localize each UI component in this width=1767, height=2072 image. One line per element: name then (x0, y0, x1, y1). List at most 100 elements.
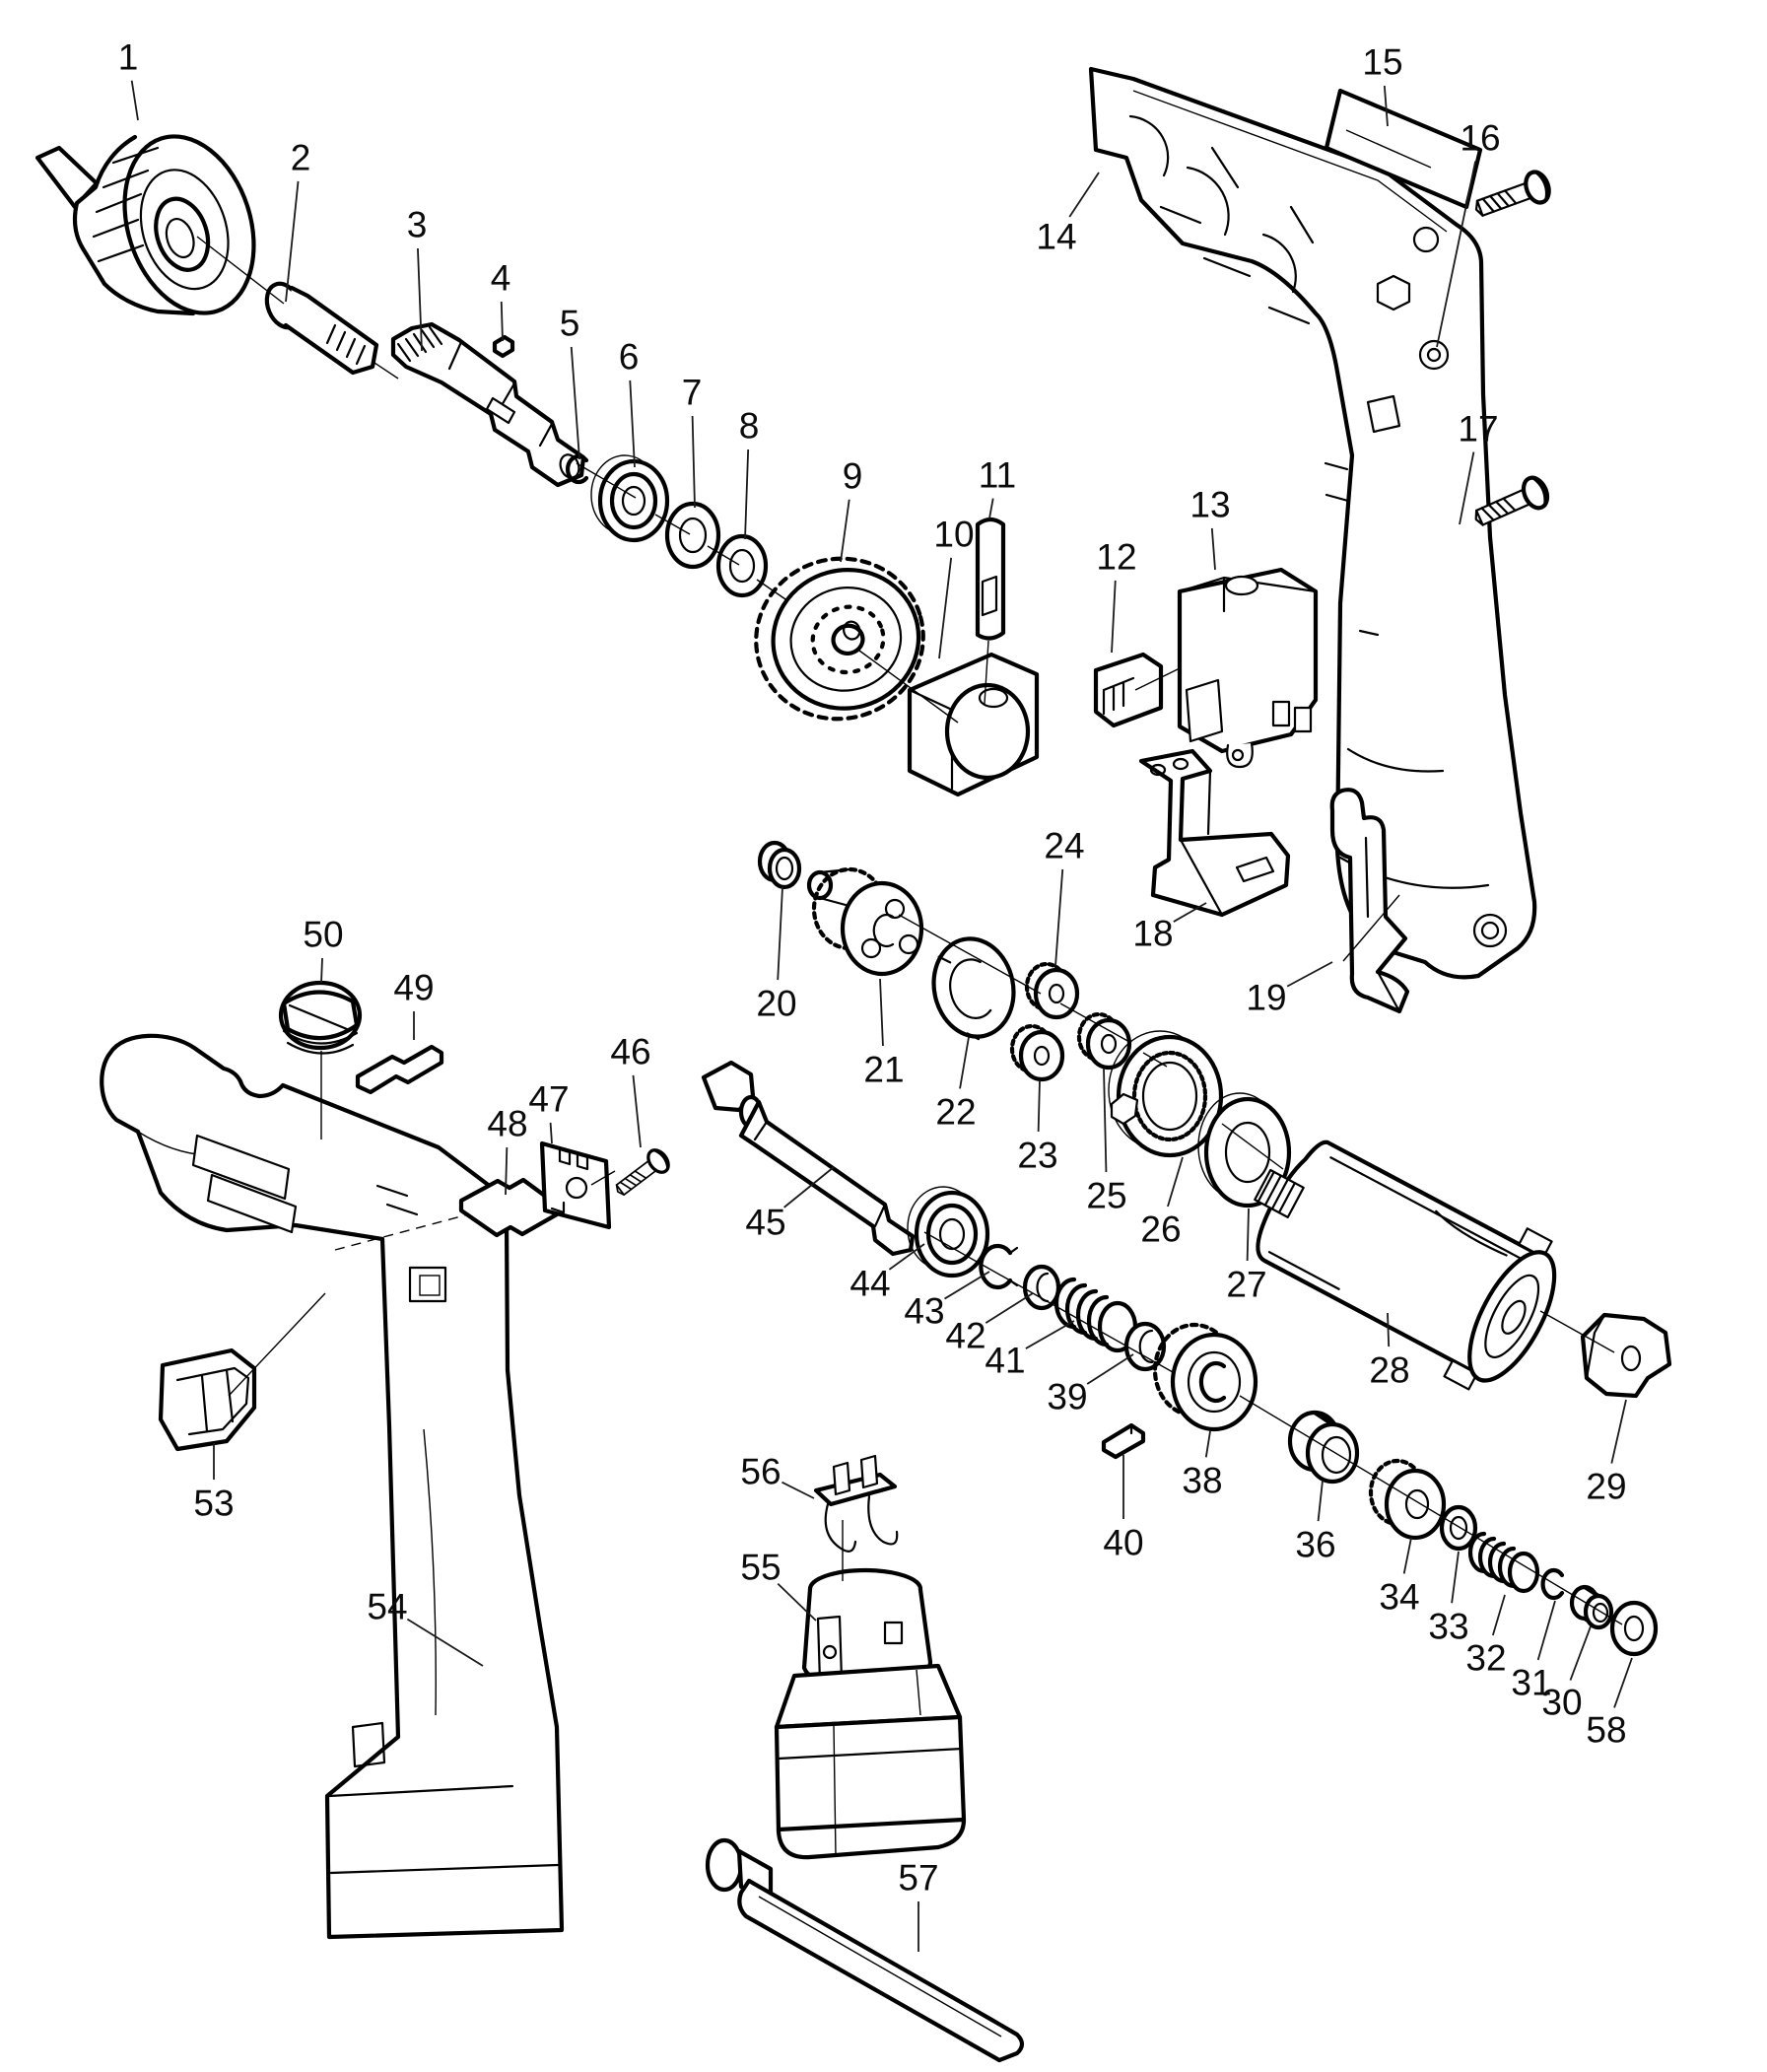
part-54-housing-left-half (100, 1033, 580, 1940)
part-number-label-28: 28 (1369, 1350, 1409, 1391)
part-58-flat-washer (1609, 1600, 1659, 1657)
part-number-label-39: 39 (1047, 1377, 1087, 1417)
leader-line-5 (570, 346, 580, 460)
part-number-label-38: 38 (1182, 1461, 1222, 1501)
part-44-ball-bearing (907, 1186, 990, 1278)
part-13-switch (1177, 567, 1319, 769)
part-24-planet-gear (1024, 961, 1080, 1020)
part-number-label-19: 19 (1246, 978, 1286, 1018)
part-2-chuck-screw (264, 281, 379, 376)
part-number-label-20: 20 (756, 984, 796, 1024)
leader-line-27 (1246, 1208, 1250, 1262)
leader-line-54 (406, 1618, 484, 1667)
part-number-label-45: 45 (745, 1203, 785, 1243)
part-number-label-46: 46 (610, 1032, 650, 1072)
part-41-compression-spring (1053, 1277, 1138, 1353)
part-number-label-26: 26 (1140, 1209, 1181, 1250)
leader-lines-layer (130, 80, 1633, 1952)
leader-line-29 (1610, 1399, 1627, 1464)
part-number-label-55: 55 (740, 1548, 781, 1588)
leader-line-26 (1167, 1156, 1184, 1208)
part-57-hand-strap (705, 1837, 1025, 2063)
part-number-label-2: 2 (291, 138, 311, 178)
leader-line-22 (959, 1036, 970, 1089)
part-number-label-41: 41 (985, 1341, 1025, 1381)
part-number-label-17: 17 (1458, 409, 1498, 449)
part-number-label-15: 15 (1362, 42, 1402, 83)
part-23-planet-gear (1009, 1023, 1065, 1082)
part-46-tapping-screw (608, 1144, 675, 1204)
part-50-reversing-knob (278, 980, 363, 1055)
part-number-label-21: 21 (863, 1050, 904, 1090)
part-47-shift-plate (539, 1140, 612, 1230)
leader-line-10 (938, 557, 953, 659)
leader-line-19 (1286, 961, 1333, 988)
part-21-planet-carrier (806, 866, 924, 977)
leader-line-39 (1086, 1353, 1134, 1385)
part-number-label-18: 18 (1132, 914, 1173, 954)
leader-line-12 (1111, 580, 1117, 654)
part-number-label-4: 4 (491, 258, 511, 299)
part-number-label-6: 6 (619, 337, 640, 378)
leader-line-3 (417, 247, 423, 352)
leader-line-7 (691, 415, 696, 509)
leader-line-43 (944, 1271, 990, 1300)
part-number-label-57: 57 (898, 1858, 938, 1899)
part-number-label-24: 24 (1044, 826, 1084, 866)
part-number-label-43: 43 (904, 1291, 944, 1332)
part-42-open-washer (1022, 1264, 1061, 1311)
leader-line-8 (744, 449, 750, 540)
part-5-snap-ring (566, 453, 589, 485)
leader-line-14 (1068, 172, 1100, 218)
part-number-label-16: 16 (1460, 118, 1500, 159)
leader-line-50 (320, 957, 323, 984)
part-number-label-22: 22 (935, 1092, 976, 1133)
part-number-label-42: 42 (945, 1316, 985, 1356)
leader-line-23 (1037, 1079, 1041, 1133)
part-number-label-13: 13 (1189, 485, 1230, 525)
part-number-label-58: 58 (1586, 1710, 1626, 1751)
part-31-snap-ring (1540, 1567, 1565, 1601)
part-number-label-7: 7 (682, 373, 703, 413)
part-number-label-1: 1 (118, 37, 139, 78)
part-20-bushing (757, 840, 802, 890)
leader-line-45 (783, 1166, 835, 1209)
part-number-label-47: 47 (528, 1079, 569, 1120)
part-number-labels-layer: 1234567891011121314151617181920212223242… (118, 37, 1627, 1899)
leader-line-11 (988, 498, 994, 519)
leader-line-13 (1210, 527, 1216, 571)
part-number-label-30: 30 (1541, 1683, 1582, 1723)
part-number-label-23: 23 (1017, 1136, 1057, 1176)
part-number-label-44: 44 (850, 1264, 890, 1304)
part-7-flat-washer (664, 501, 721, 570)
leader-line-6 (629, 380, 636, 468)
part-32-compression-spring (1467, 1531, 1540, 1594)
leader-line-38 (1204, 1430, 1211, 1458)
part-16-housing-screw (1471, 169, 1553, 224)
part-9-gear-wheel (754, 556, 925, 722)
part-number-label-25: 25 (1086, 1176, 1126, 1216)
leader-line-2 (285, 180, 300, 303)
part-number-label-32: 32 (1465, 1638, 1506, 1679)
part-26-internal-ring-gear (1108, 1030, 1224, 1158)
part-40-machine-key (1101, 1422, 1146, 1460)
leader-line-21 (879, 978, 884, 1047)
part-1-chuck (34, 134, 256, 316)
part-number-label-29: 29 (1586, 1467, 1626, 1507)
part-12-terminal-block (1093, 652, 1164, 728)
part-38-spur-gear (1152, 1322, 1258, 1432)
part-49-shift-lever (355, 1044, 444, 1095)
leader-line-46 (632, 1074, 642, 1148)
part-number-label-48: 48 (487, 1104, 527, 1144)
part-number-label-5: 5 (560, 304, 580, 344)
part-number-label-10: 10 (933, 515, 974, 555)
part-8-flat-washer (715, 533, 769, 598)
part-number-label-9: 9 (843, 456, 863, 497)
leader-line-34 (1402, 1537, 1412, 1574)
part-18-support-bracket (1138, 748, 1291, 918)
part-number-label-14: 14 (1036, 217, 1076, 257)
part-11-selector-pin (975, 517, 1006, 641)
leader-line-15 (1383, 85, 1389, 127)
part-34-pinion-gear (1368, 1458, 1447, 1541)
part-55-battery-pack (774, 1567, 967, 1860)
